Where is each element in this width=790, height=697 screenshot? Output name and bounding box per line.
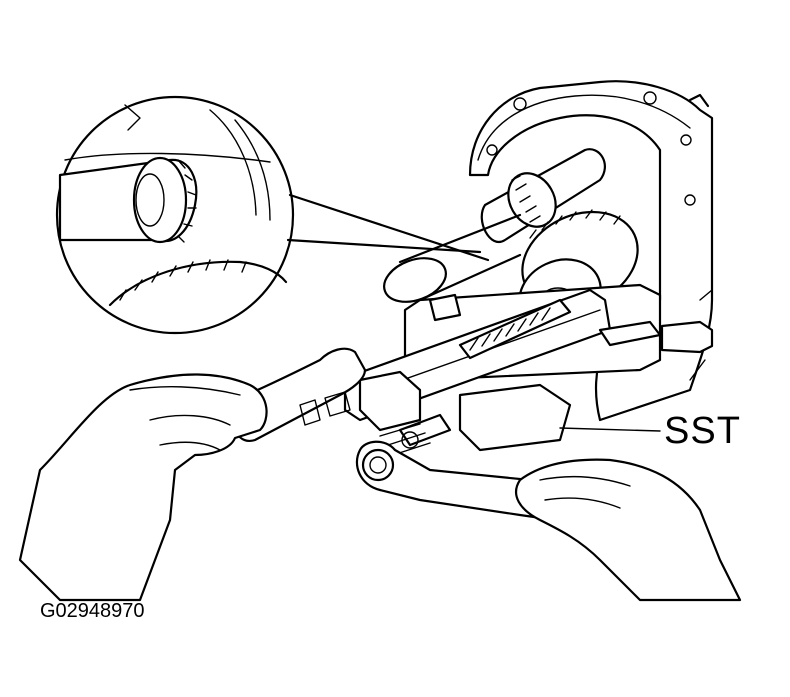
- figure-code: G02948970: [40, 600, 145, 622]
- magnified-detail-inset: [55, 95, 490, 335]
- sst-callout-label: SST: [664, 410, 741, 452]
- ratchet-handle: [355, 440, 562, 522]
- special-service-tool-puller: [343, 283, 714, 457]
- sst-leader-line: [559, 427, 661, 432]
- right-hand: [514, 458, 742, 602]
- transmission-case: [468, 80, 714, 422]
- left-hand: [18, 373, 268, 602]
